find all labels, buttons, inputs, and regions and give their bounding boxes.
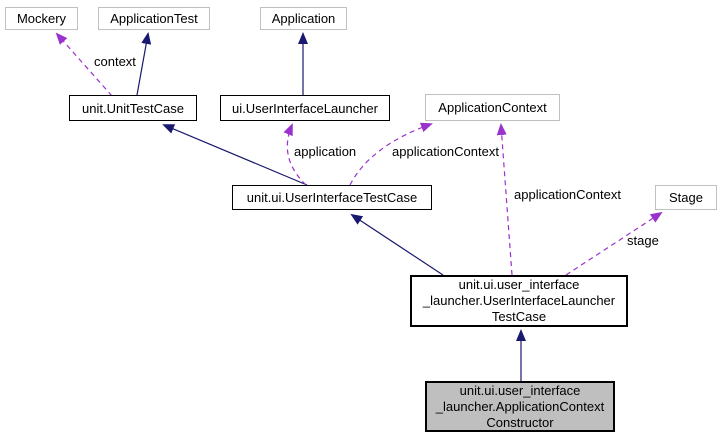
node-launcher-test-case[interactable]: unit.ui.user_interface _launcher.UserInt… <box>410 275 628 327</box>
edge-label-application-context-1: applicationContext <box>392 144 499 159</box>
node-application-label: Application <box>271 11 336 26</box>
node-stage-label: Stage <box>669 190 703 205</box>
node-application-test[interactable]: ApplicationTest <box>98 7 210 30</box>
edge-unittestcase-applicationtest-inheritance <box>136 32 152 96</box>
node-ui-test-case[interactable]: unit.ui.UserInterfaceTestCase <box>232 185 432 210</box>
edge-launchertestcase-stage-usage <box>565 211 663 276</box>
node-launcher-test-case-label: unit.ui.user_interface _launcher.UserInt… <box>422 277 616 324</box>
node-ui-launcher[interactable]: ui.UserInterfaceLauncher <box>220 95 390 121</box>
edge-uitestcase-applicationcontext-usage <box>349 122 433 186</box>
edge-launchertestcase-uitestcase-inheritance <box>350 213 444 276</box>
node-application-context-label: ApplicationContext <box>438 100 547 115</box>
node-application-test-label: ApplicationTest <box>110 11 198 26</box>
node-mockery[interactable]: Mockery <box>5 7 78 30</box>
edge-uitestcase-unittestcase-inheritance <box>162 124 308 186</box>
node-ui-launcher-label: ui.UserInterfaceLauncher <box>232 100 378 116</box>
node-application-context-constructor: unit.ui.user_interface _launcher.Applica… <box>425 381 615 432</box>
node-application[interactable]: Application <box>260 7 347 30</box>
node-application-context-constructor-label: unit.ui.user_interface _launcher.Applica… <box>435 382 605 430</box>
node-unit-test-case-label: unit.UnitTestCase <box>82 100 184 116</box>
node-ui-test-case-label: unit.ui.UserInterfaceTestCase <box>246 190 418 205</box>
edge-label-application: application <box>294 144 357 159</box>
edge-label-application-context-2: applicationContext <box>514 187 621 202</box>
edge-label-context: context <box>94 54 136 69</box>
edge-label-stage: stage <box>627 233 659 248</box>
node-unit-test-case[interactable]: unit.UnitTestCase <box>69 95 197 121</box>
edge-unittestcase-mockery-usage <box>55 32 113 97</box>
node-stage[interactable]: Stage <box>655 185 717 210</box>
node-mockery-label: Mockery <box>16 11 67 26</box>
node-application-context[interactable]: ApplicationContext <box>425 94 560 121</box>
edge-launchertestcase-applicationcontext-usage <box>496 123 513 276</box>
